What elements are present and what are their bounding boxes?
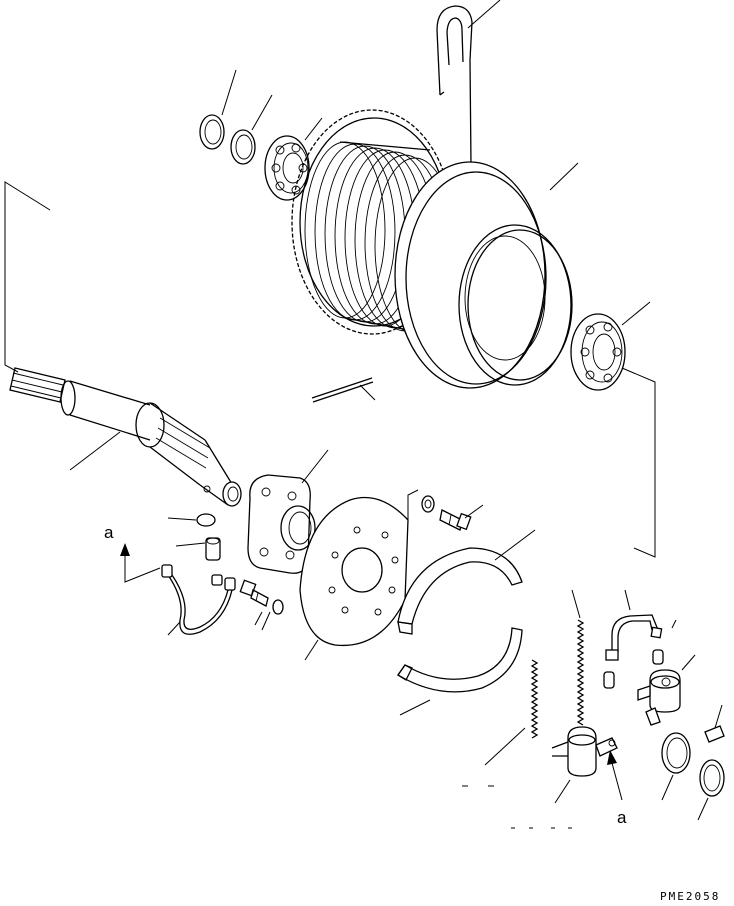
brake-shoe-lower — [397, 627, 523, 716]
snap-ring-top — [199, 69, 237, 150]
arrow-a-left: a — [104, 523, 161, 583]
arrow-a-right: a — [607, 750, 627, 827]
drawing-code: PME2058 — [660, 890, 720, 903]
spring-short — [484, 659, 539, 766]
group-bracket-right — [621, 367, 656, 558]
small-bolt-right — [704, 704, 725, 743]
small-fitting-a — [652, 619, 677, 665]
flange-housing — [247, 449, 329, 574]
fitting-elbow — [175, 537, 221, 561]
pipe-right — [605, 589, 663, 661]
brake-cylinder-left — [551, 726, 618, 804]
arrow-label-left: a — [104, 523, 114, 542]
bolt-left — [239, 579, 284, 631]
snap-ring-right — [697, 759, 725, 821]
hook-pin-part — [436, 0, 501, 166]
plug-small — [167, 513, 216, 527]
washer-right — [661, 732, 691, 801]
washer-bolt-upper — [421, 495, 484, 531]
brake-line-tube — [161, 564, 236, 636]
spline-shaft — [9, 367, 242, 507]
drum-pin — [311, 377, 376, 403]
spring-long — [571, 589, 585, 726]
washer-top — [230, 94, 273, 165]
brake-cylinder-right — [637, 654, 696, 726]
bearing-top — [264, 117, 323, 201]
reference-ticks — [462, 785, 572, 829]
group-bracket-left — [4, 181, 51, 373]
brake-shoe-upper — [397, 529, 536, 635]
bearing-right — [570, 301, 651, 391]
arrow-label-right: a — [617, 808, 627, 827]
brake-disc — [299, 496, 409, 661]
disc-bracket — [407, 489, 419, 520]
small-fitting-b — [603, 671, 615, 689]
winch-drum — [291, 109, 579, 389]
